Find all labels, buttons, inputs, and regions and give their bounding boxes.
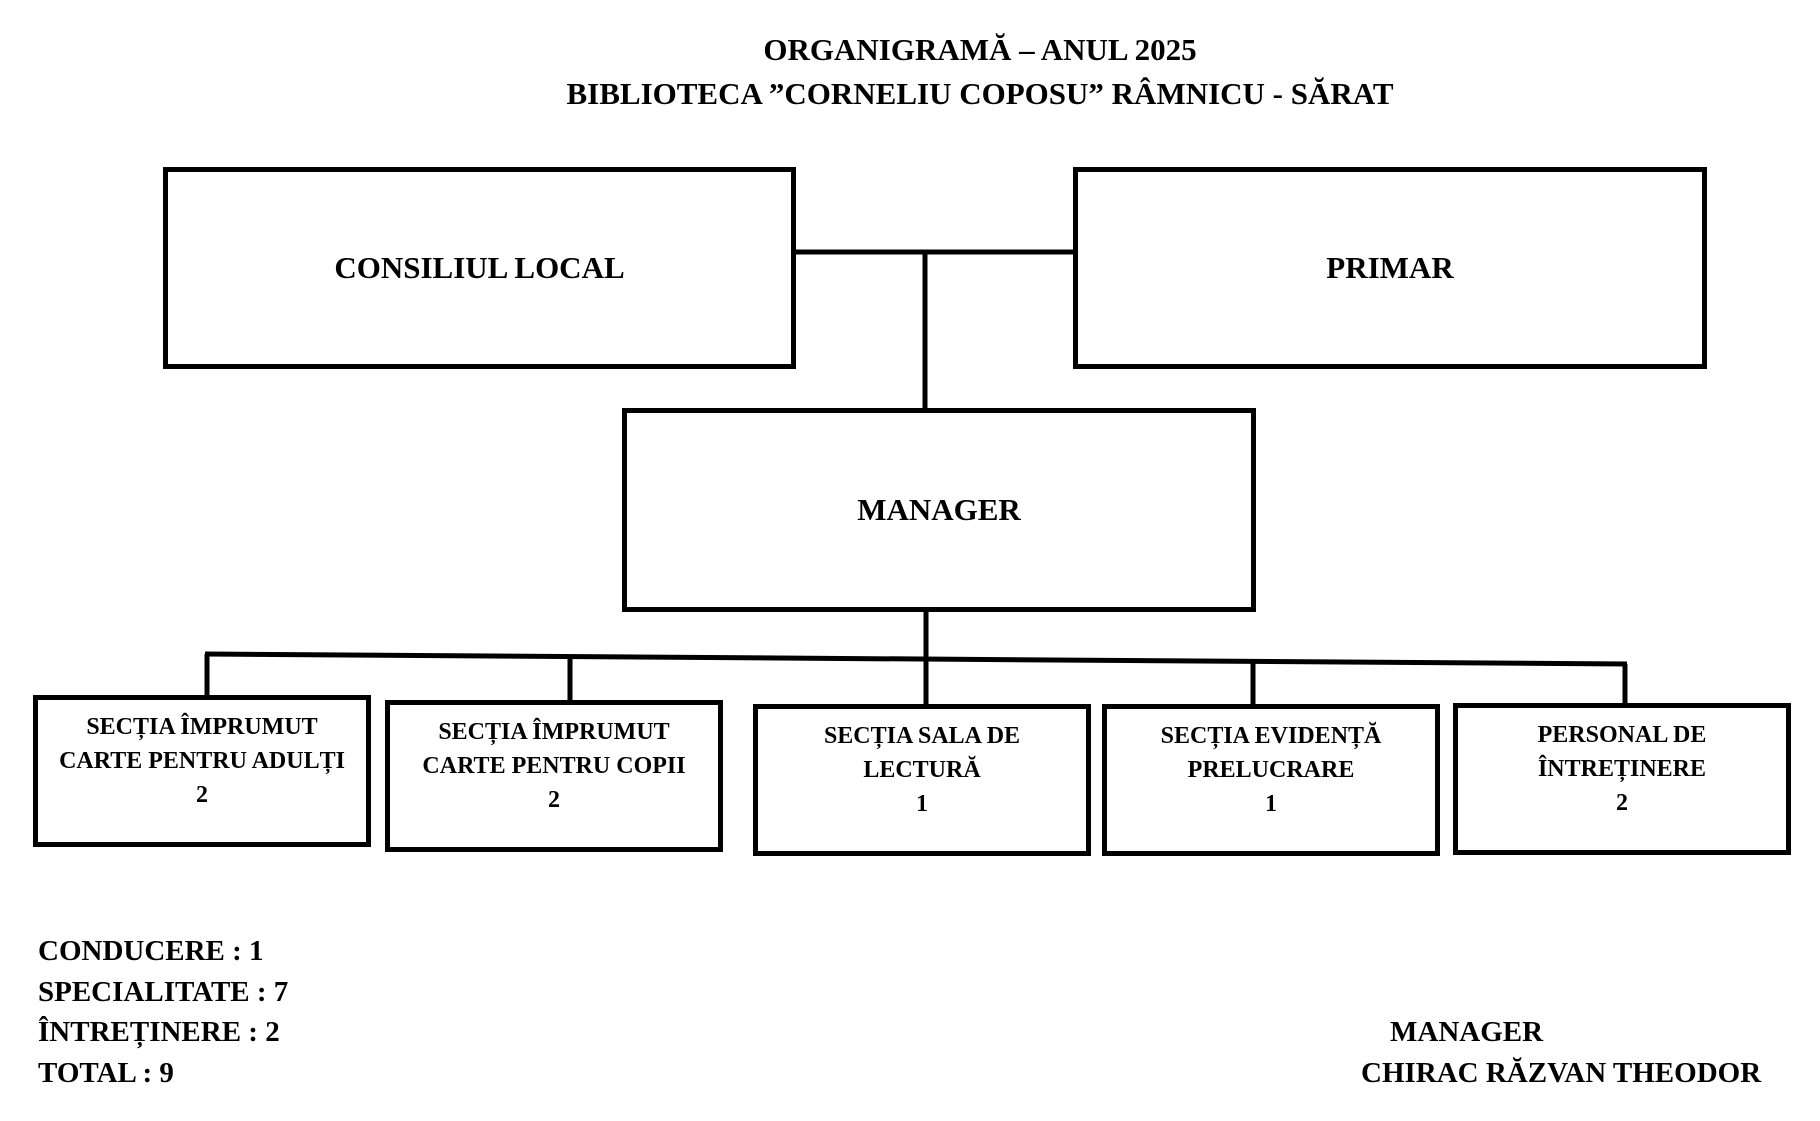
stat-intretinere: ÎNTREȚINERE : 2 xyxy=(38,1016,280,1048)
section-count: 2 xyxy=(548,787,560,813)
section-name: PERSONAL DE ÎNTREȚINERE xyxy=(1537,722,1707,782)
institution-name: BIBLIOTECA ”CORNELIU COPOSU” RÂMNICU - S… xyxy=(566,76,1394,111)
section-name: SECȚIA SALA DE LECTURĂ xyxy=(823,723,1021,783)
sections-bus xyxy=(204,651,1628,667)
section-count: 2 xyxy=(196,782,208,808)
section-name: SECȚIA ÎMPRUMUT CARTE PENTRU ADULȚI xyxy=(59,714,345,774)
section-name: SECȚIA EVIDENȚĂ PRELUCRARE xyxy=(1160,723,1382,783)
section-count: 2 xyxy=(1616,790,1628,816)
section-count: 1 xyxy=(916,791,928,817)
consiliul-local-label: CONSILIUL LOCAL xyxy=(334,250,625,285)
primar-box: PRIMAR xyxy=(1073,167,1707,369)
stat-conducere: CONDUCERE : 1 xyxy=(38,935,264,967)
section-box-sala-lectura: SECȚIA SALA DE LECTURĂ 1 xyxy=(753,704,1091,856)
chart-title: ORGANIGRAMĂ – ANUL 2025 xyxy=(763,32,1197,67)
section-box-intretinere: PERSONAL DE ÎNTREȚINERE 2 xyxy=(1453,703,1791,855)
primar-label: PRIMAR xyxy=(1326,250,1454,285)
signature-name: CHIRAC RĂZVAN THEODOR xyxy=(1361,1057,1762,1089)
stat-total: TOTAL : 9 xyxy=(38,1057,174,1089)
manager-box: MANAGER xyxy=(622,408,1256,612)
section-box-evidenta: SECȚIA EVIDENȚĂ PRELUCRARE 1 xyxy=(1102,704,1440,856)
section-box-adulti: SECȚIA ÎMPRUMUT CARTE PENTRU ADULȚI 2 xyxy=(33,695,371,847)
section-count: 1 xyxy=(1265,791,1277,817)
section-name: SECȚIA ÎMPRUMUT CARTE PENTRU COPII xyxy=(422,719,686,779)
consiliul-local-box: CONSILIUL LOCAL xyxy=(163,167,796,369)
signature-role: MANAGER xyxy=(1390,1016,1544,1048)
manager-label: MANAGER xyxy=(857,492,1021,527)
stat-specialitate: SPECIALITATE : 7 xyxy=(38,976,289,1008)
section-box-copii: SECȚIA ÎMPRUMUT CARTE PENTRU COPII 2 xyxy=(385,700,723,852)
